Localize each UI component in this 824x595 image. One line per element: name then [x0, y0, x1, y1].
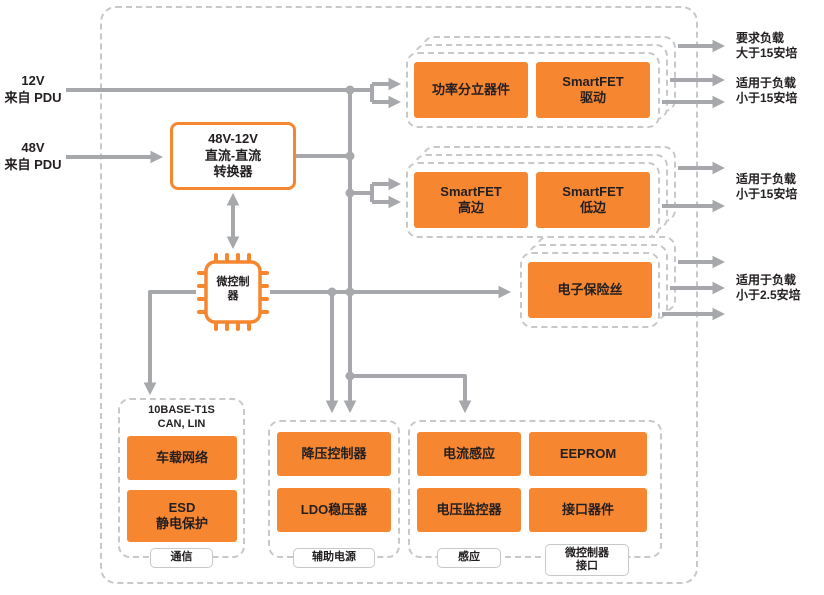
block-interface-device[interactable]: 接口器件	[529, 488, 647, 532]
output-label-high-load: 要求负载 大于15安培	[736, 31, 798, 60]
block-ldo-regulator[interactable]: LDO稳压器	[277, 488, 391, 532]
tab-aux-power: 辅助电源	[293, 548, 375, 568]
block-smartfet-lowside[interactable]: SmartFET 低边	[536, 172, 650, 228]
output-label-under15-top: 适用于负载 小于15安培	[736, 76, 798, 105]
block-voltage-monitor[interactable]: 电压监控器	[417, 488, 521, 532]
output-label-under15-mid: 适用于负载 小于15安培	[736, 172, 798, 201]
tab-mcu-interface: 微控制器 接口	[545, 544, 629, 576]
tab-communication: 通信	[150, 548, 213, 568]
block-smartfet-highside[interactable]: SmartFET 高边	[414, 172, 528, 228]
block-power-discrete[interactable]: 功率分立器件	[414, 62, 528, 118]
block-buck-controller[interactable]: 降压控制器	[277, 432, 391, 476]
input-label-12v: 12V 来自 PDU	[4, 73, 62, 105]
block-current-sense[interactable]: 电流感应	[417, 432, 521, 476]
dcdc-converter-block[interactable]: 48V-12V 直流-直流 转换器	[170, 122, 296, 190]
block-automotive-network[interactable]: 车载网络	[127, 436, 237, 480]
mcu-chip-icon[interactable]	[196, 252, 270, 332]
block-eeprom[interactable]: EEPROM	[529, 432, 647, 476]
block-esd-protection[interactable]: ESD 静电保护	[127, 490, 237, 542]
mcu-label: 微控制 器	[216, 276, 250, 303]
tab-sensing: 感应	[437, 548, 501, 568]
block-smartfet-driver[interactable]: SmartFET 驱动	[536, 62, 650, 118]
block-efuse[interactable]: 电子保险丝	[528, 262, 652, 318]
output-label-under2-5: 适用于负载 小于2.5安培	[736, 273, 801, 302]
diagram-outer-boundary	[100, 6, 698, 584]
input-label-48v: 48V 来自 PDU	[4, 140, 62, 172]
comm-group-header: 10BASE-T1S CAN, LIN	[148, 404, 215, 431]
